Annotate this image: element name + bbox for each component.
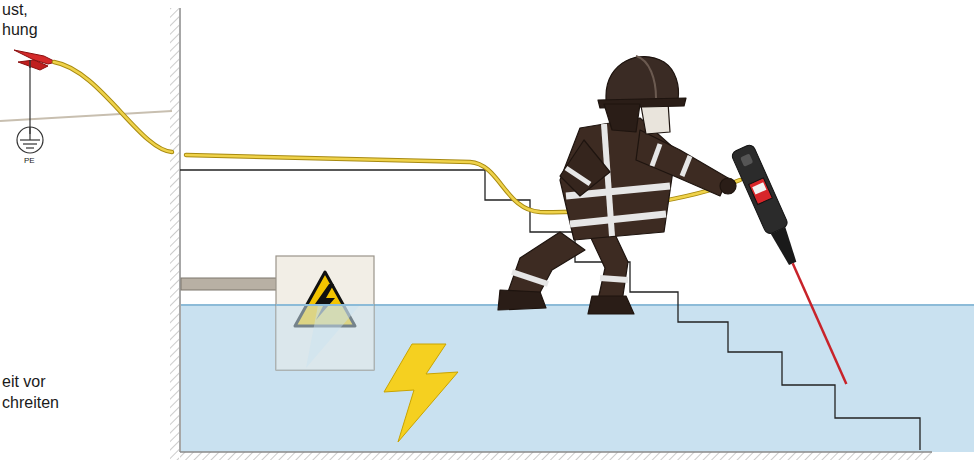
- beam: [181, 278, 277, 290]
- note-text: ust,: [2, 0, 28, 20]
- water-surface: [181, 304, 974, 306]
- crocodile-clip: [14, 50, 56, 70]
- earth-label: PE: [24, 156, 35, 166]
- lightning-bolt: [384, 344, 458, 442]
- ground-line: [0, 111, 172, 121]
- note-text: chreiten: [2, 393, 59, 413]
- water-surface: [276, 304, 374, 306]
- note-text: eit vor: [2, 372, 46, 392]
- water: [181, 305, 974, 452]
- note-text: hung: [2, 20, 38, 40]
- firefighter: [498, 56, 736, 314]
- voltage-tester: [730, 143, 857, 388]
- floor: [180, 451, 932, 453]
- wall-hatch: [170, 8, 179, 460]
- wall: [179, 8, 181, 452]
- water-over-box: [276, 306, 374, 370]
- floor-hatch: [180, 452, 932, 460]
- junction-box: [276, 256, 374, 370]
- earth-symbol: [17, 66, 43, 153]
